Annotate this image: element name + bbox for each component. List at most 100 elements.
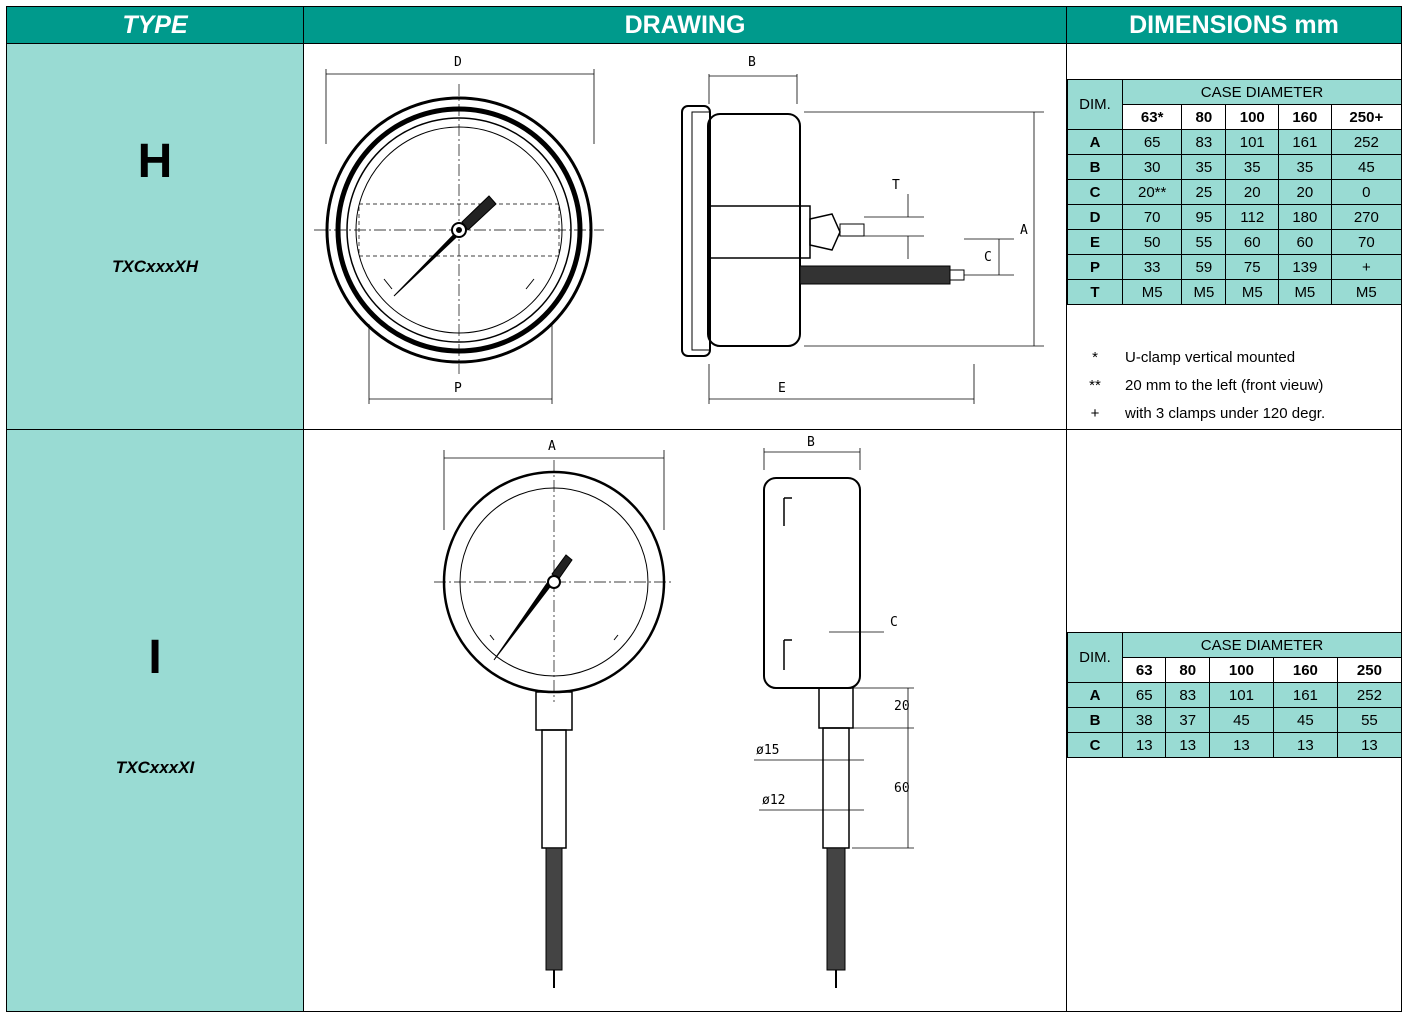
model-name-i: TXCxxxXI — [115, 758, 195, 777]
type-cell-h: H TXCxxxXH — [6, 43, 304, 430]
cell: 60 — [1278, 229, 1332, 255]
gauge-i-side-view — [754, 448, 914, 988]
note-symbol: ** — [1089, 377, 1101, 394]
cell: M5 — [1181, 279, 1227, 305]
row-key: D — [1067, 204, 1123, 230]
row-key: E — [1067, 229, 1123, 255]
cell: 13 — [1165, 732, 1210, 758]
dim-label-i: DIM. — [1067, 632, 1123, 683]
type-header: TYPE — [6, 6, 304, 44]
type-cell-i: I TXCxxxXI — [6, 429, 304, 1012]
label-60: 60 — [894, 781, 910, 796]
gauge-h-drawing: D P B — [314, 55, 1044, 404]
cell: 20 — [1225, 179, 1280, 205]
col-header-h: 250+ — [1330, 104, 1403, 130]
drawing-cell-i: A B C 20 60 ø15 ø12 — [303, 429, 1067, 1012]
table-row: D 70 95 112 180 270 — [1067, 204, 1403, 230]
label-b-i: B — [807, 435, 815, 450]
table-row: T M5 M5 M5 M5 M5 — [1067, 279, 1403, 305]
label-20: 20 — [894, 699, 910, 714]
cell: 35 — [1225, 154, 1280, 180]
cell: 20** — [1121, 179, 1183, 205]
dimensions-header: DIMENSIONS mm — [1066, 6, 1402, 44]
col-header-h: 63* — [1121, 104, 1183, 130]
cell: 13 — [1121, 732, 1167, 758]
table-row: B 38 37 45 45 55 — [1067, 707, 1403, 733]
row-key: P — [1067, 254, 1123, 280]
cell: 45 — [1208, 707, 1274, 733]
cell: 161 — [1272, 682, 1338, 708]
label-p: P — [454, 381, 462, 396]
model-name-h: TXCxxxXH — [112, 257, 198, 276]
row-key: A — [1067, 682, 1123, 708]
cell: M5 — [1121, 279, 1183, 305]
label-b: B — [748, 55, 756, 70]
cell: 101 — [1208, 682, 1274, 708]
cell: 161 — [1278, 129, 1332, 155]
cell: 70 — [1330, 229, 1403, 255]
note-symbol: + — [1090, 405, 1100, 422]
label-d15: ø15 — [756, 743, 779, 758]
table-row: A 65 83 101 161 252 — [1067, 682, 1403, 708]
cell: 55 — [1336, 707, 1403, 733]
cell: 45 — [1330, 154, 1403, 180]
cell: 33 — [1121, 254, 1183, 280]
drawing-header: DRAWING — [303, 6, 1067, 44]
gauge-i-drawing: A B C 20 60 ø15 ø12 — [434, 435, 914, 988]
gauge-h-side-view — [681, 74, 1044, 404]
table-row: B 30 35 35 35 45 — [1067, 154, 1403, 180]
note-symbol: * — [1092, 349, 1098, 366]
table-row: A 65 83 101 161 252 — [1067, 129, 1403, 155]
col-header-h: 160 — [1278, 104, 1332, 130]
cell: 65 — [1121, 129, 1183, 155]
label-c-i: C — [890, 615, 898, 630]
cell: 30 — [1121, 154, 1183, 180]
row-key: C — [1067, 732, 1123, 758]
note-2: ** 20 mm to the left (front vieuw) — [1067, 374, 1401, 398]
label-a: A — [1020, 223, 1028, 238]
drawing-cell-h: D P B — [303, 43, 1067, 430]
col-header-i: 250 — [1336, 657, 1403, 683]
cell: 50 — [1121, 229, 1183, 255]
cell: M5 — [1225, 279, 1280, 305]
dimensions-table-i: DIM. CASE DIAMETER 63 80 100 160 250 A 6… — [1067, 632, 1403, 758]
table-row: C 20** 25 20 20 0 — [1067, 179, 1403, 205]
col-header-i: 100 — [1208, 657, 1274, 683]
col-header-i: 160 — [1272, 657, 1338, 683]
case-diameter-label-i: CASE DIAMETER — [1122, 632, 1402, 658]
cell: + — [1330, 254, 1403, 280]
cell: 95 — [1181, 204, 1227, 230]
note-1: * U-clamp vertical mounted — [1067, 346, 1401, 370]
col-header-i: 80 — [1165, 657, 1210, 683]
cell: 13 — [1336, 732, 1403, 758]
cell: 252 — [1336, 682, 1403, 708]
cell: 20 — [1278, 179, 1332, 205]
cell: 180 — [1278, 204, 1332, 230]
dimensions-table-h: DIM. CASE DIAMETER 63* 80 100 160 250+ A… — [1067, 79, 1403, 305]
row-key: B — [1067, 154, 1123, 180]
label-e: E — [778, 381, 786, 396]
cell: 38 — [1121, 707, 1167, 733]
cell: 270 — [1330, 204, 1403, 230]
cell: M5 — [1330, 279, 1403, 305]
type-letter-h: H — [137, 135, 173, 188]
cell: 13 — [1272, 732, 1338, 758]
col-header-h: 80 — [1181, 104, 1227, 130]
cell: 60 — [1225, 229, 1280, 255]
cell: 45 — [1272, 707, 1338, 733]
cell: 75 — [1225, 254, 1280, 280]
row-key: T — [1067, 279, 1123, 305]
cell: 35 — [1278, 154, 1332, 180]
cell: 83 — [1165, 682, 1210, 708]
cell: 25 — [1181, 179, 1227, 205]
table-row: E 50 55 60 60 70 — [1067, 229, 1403, 255]
dimensions-cell-h: DIM. CASE DIAMETER 63* 80 100 160 250+ A… — [1066, 43, 1403, 430]
label-d12: ø12 — [762, 793, 785, 808]
gauge-h-front-view — [314, 69, 604, 404]
type-letter-i: I — [148, 631, 162, 684]
cell: 252 — [1330, 129, 1403, 155]
note-text: with 3 clamps under 120 degr. — [1125, 405, 1326, 422]
cell: 101 — [1225, 129, 1280, 155]
table-row: P 33 59 75 139 + — [1067, 254, 1403, 280]
row-key: A — [1067, 129, 1123, 155]
